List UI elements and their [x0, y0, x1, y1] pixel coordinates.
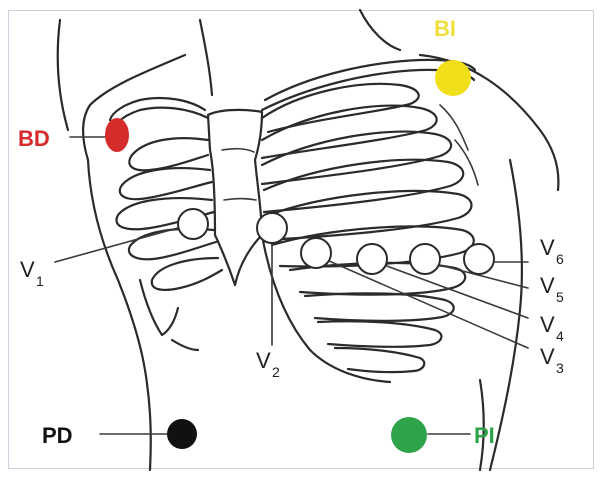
v2-electrode: [257, 213, 287, 243]
svg-text:V: V: [540, 273, 555, 298]
svg-text:V: V: [540, 235, 555, 260]
v1-electrode: [178, 209, 208, 239]
bd-electrode: [105, 118, 129, 152]
v3-label: V 3: [540, 344, 564, 376]
ribs-right: [262, 84, 478, 382]
pi-electrode: [391, 417, 427, 453]
v5-label: V 5: [540, 273, 564, 305]
pd-label: PD: [42, 423, 73, 448]
clavicles: [110, 60, 475, 126]
svg-text:2: 2: [272, 364, 280, 380]
svg-text:1: 1: [36, 273, 44, 289]
v2-label: V 2: [256, 348, 280, 380]
svg-text:V: V: [20, 257, 35, 282]
pd-electrode: [167, 419, 197, 449]
v1-label: V 1: [20, 257, 44, 289]
v6-electrode: [464, 244, 494, 274]
svg-text:V: V: [540, 344, 555, 369]
svg-text:3: 3: [556, 360, 564, 376]
v4-leader: [376, 262, 528, 318]
v4-electrode: [357, 244, 387, 274]
svg-text:6: 6: [556, 251, 564, 267]
bd-label: BD: [18, 126, 50, 151]
v3-electrode: [301, 238, 331, 268]
svg-text:V: V: [256, 348, 271, 373]
svg-text:V: V: [540, 312, 555, 337]
v4-label: V 4: [540, 312, 564, 344]
bi-label: BI: [434, 16, 456, 41]
bi-electrode: [435, 60, 471, 96]
pi-label: PI: [474, 423, 495, 448]
v5-electrode: [410, 244, 440, 274]
svg-text:4: 4: [556, 328, 564, 344]
svg-text:5: 5: [556, 289, 564, 305]
v6-label: V 6: [540, 235, 564, 267]
